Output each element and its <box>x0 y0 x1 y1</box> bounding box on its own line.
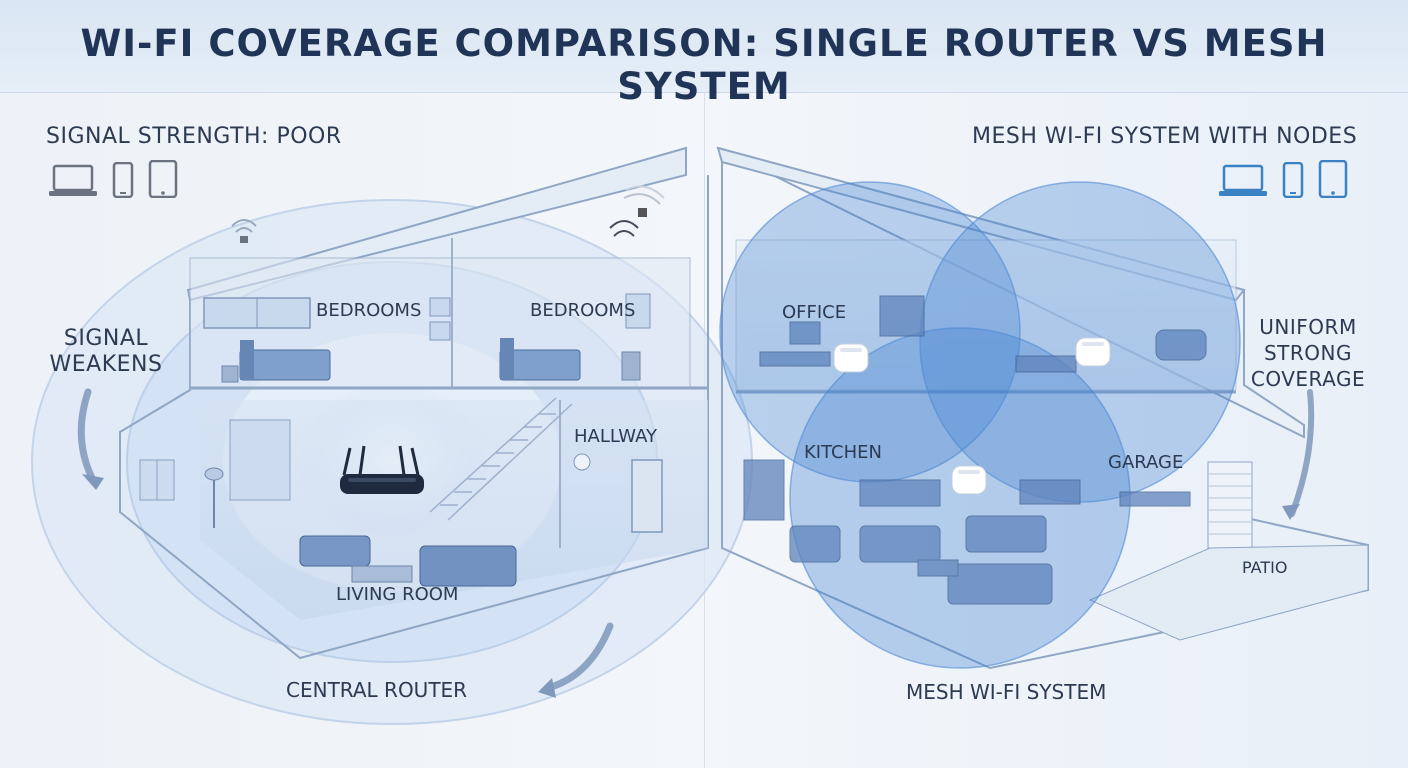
mesh-node-kitchen <box>951 465 987 495</box>
phone-icon <box>112 162 134 198</box>
room-label-office: OFFICE <box>782 302 847 323</box>
room-label-bedroom-right: BEDROOMS <box>530 300 636 321</box>
title-bar: WI-FI COVERAGE COMPARISON: SINGLE ROUTER… <box>0 0 1408 108</box>
laptop-icon <box>1219 164 1267 196</box>
mesh-node-upstairs <box>1075 337 1111 367</box>
phone-icon <box>1282 162 1304 198</box>
right-house <box>716 146 1369 670</box>
left-device-icons <box>48 160 178 198</box>
coverage-note-line-2: STRONG <box>1263 341 1352 365</box>
signal-weakens-line-1: SIGNAL <box>63 326 149 351</box>
room-label-bedroom-left: BEDROOMS <box>316 300 422 321</box>
wifi-weak-icon <box>231 219 257 243</box>
signal-weakens-line-2: WEAKENS <box>49 352 163 377</box>
mesh-system-label: MESH WI-FI SYSTEM <box>906 680 1107 704</box>
coverage-note-label: UNIFORM STRONG COVERAGE <box>1244 314 1372 392</box>
room-label-patio: PATIO <box>1242 558 1288 577</box>
wifi-medium-icon <box>609 185 665 237</box>
central-router-label: CENTRAL ROUTER <box>286 678 468 702</box>
central-router <box>340 445 424 494</box>
tablet-icon <box>148 160 178 198</box>
room-label-hallway: HALLWAY <box>574 426 657 447</box>
coverage-note-line-3: COVERAGE <box>1250 367 1366 391</box>
page-title: WI-FI COVERAGE COMPARISON: SINGLE ROUTER… <box>80 22 1328 108</box>
signal-status-label: SIGNAL STRENGTH: POOR <box>46 124 342 149</box>
coverage-note-line-1: UNIFORM <box>1259 315 1357 339</box>
right-device-icons <box>1218 160 1348 198</box>
room-label-kitchen: KITCHEN <box>804 442 882 463</box>
mesh-system-heading: MESH WI-FI SYSTEM WITH NODES <box>972 124 1358 149</box>
left-house <box>31 146 753 725</box>
room-label-living-room: LIVING ROOM <box>336 584 459 605</box>
mesh-node-office <box>833 343 869 373</box>
laptop-icon <box>49 164 97 196</box>
tablet-icon <box>1318 160 1348 198</box>
signal-weakens-label: SIGNAL WEAKENS <box>44 326 168 378</box>
room-label-garage: GARAGE <box>1108 452 1184 473</box>
